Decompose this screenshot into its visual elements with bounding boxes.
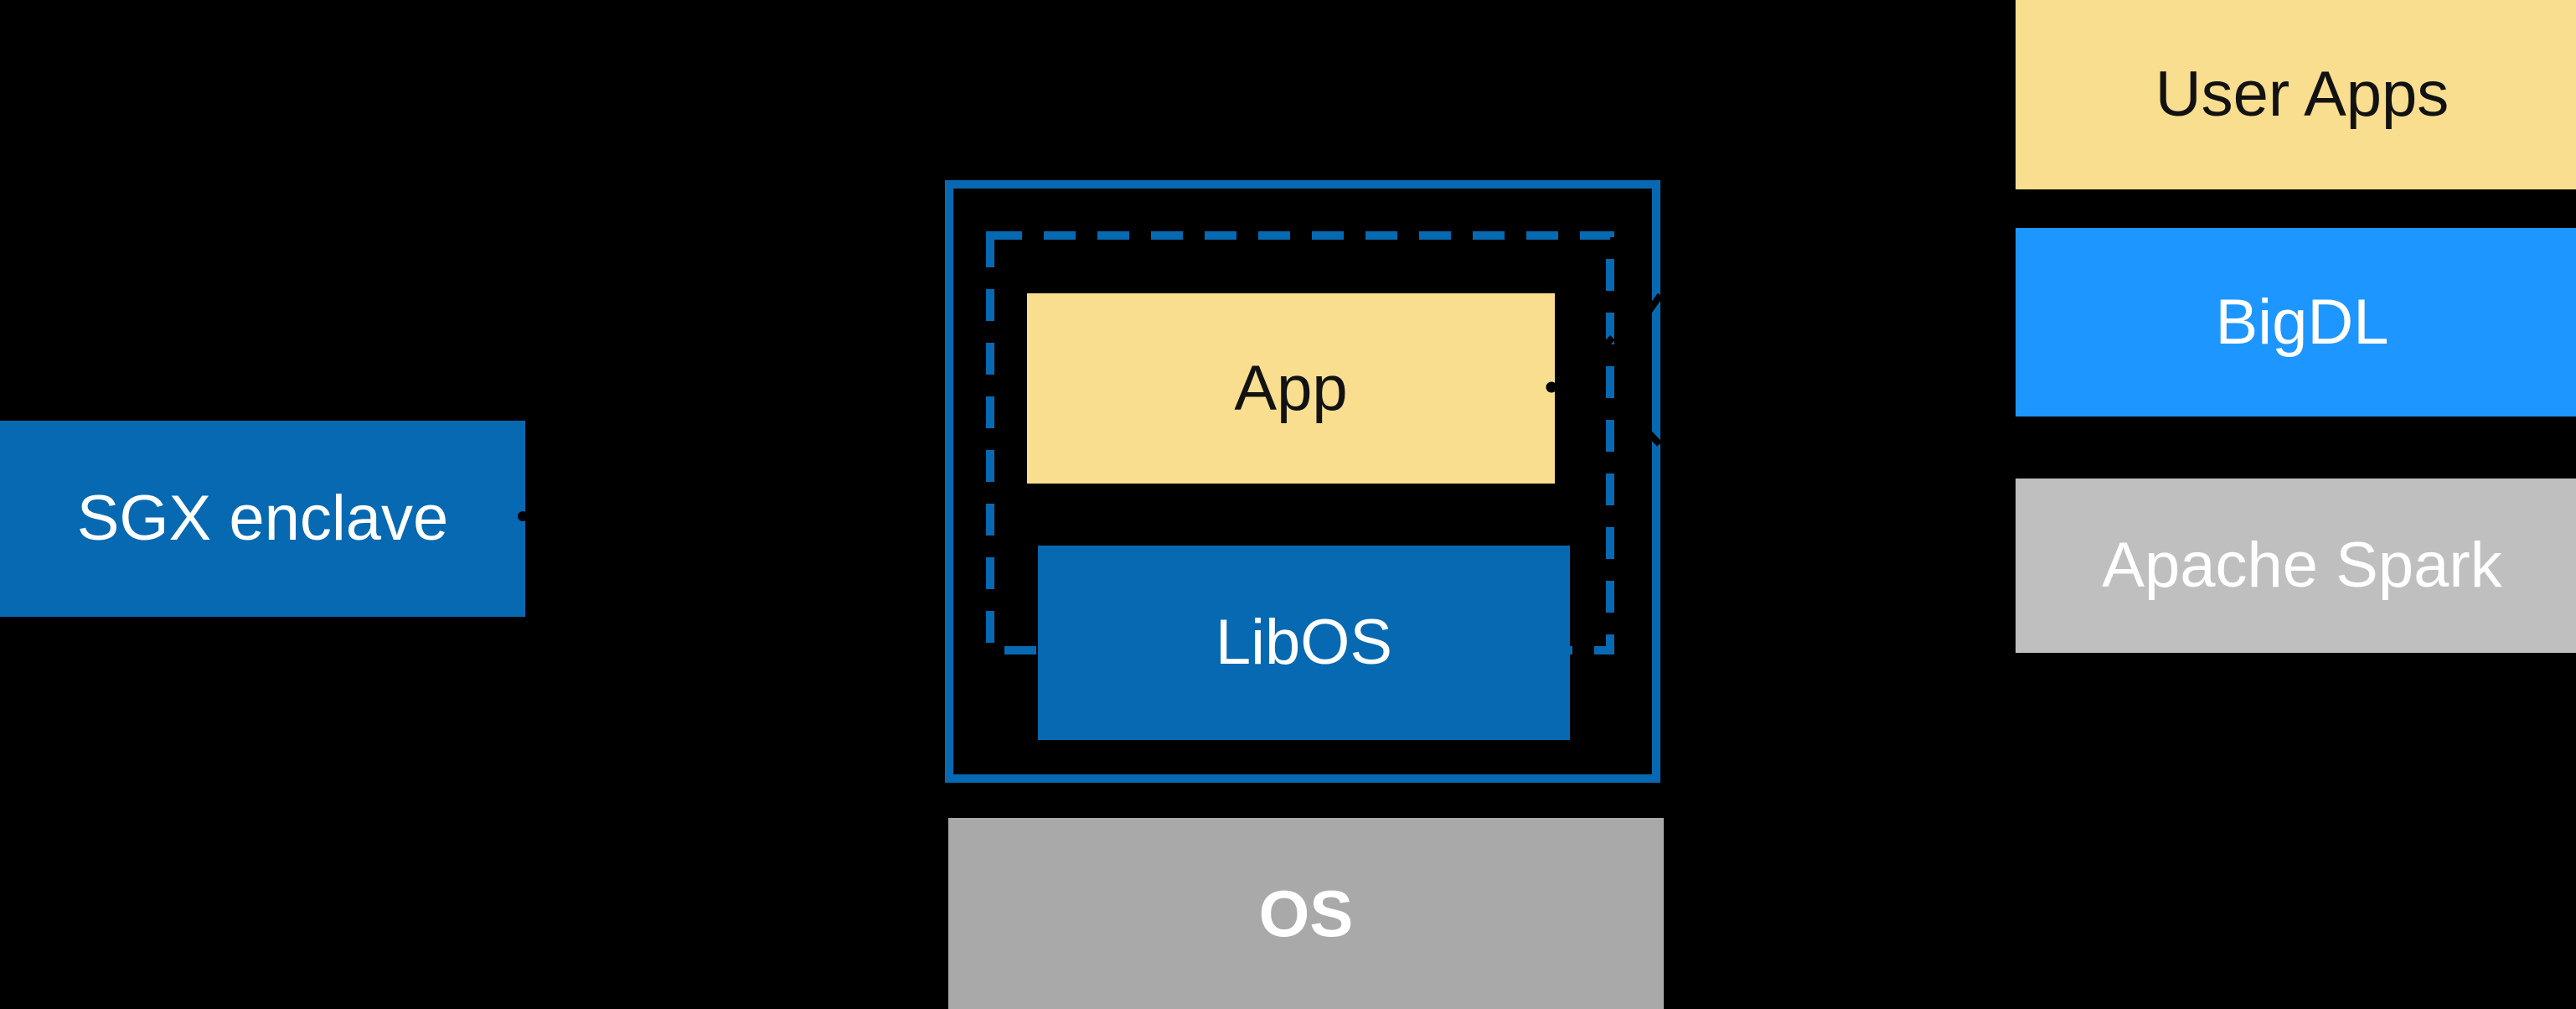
app-box: App <box>1027 293 1555 484</box>
sgx-enclave-label: SGX enclave <box>76 483 449 554</box>
user-apps-label: User Apps <box>2155 59 2450 130</box>
os-label: OS <box>1258 877 1354 950</box>
enclave-container-outline <box>945 180 1660 783</box>
apache-spark-label: Apache Spark <box>2102 530 2502 601</box>
sgx-enclave-box: SGX enclave <box>0 421 525 617</box>
libos-box: LibOS <box>1038 546 1570 740</box>
bigdl-label: BigDL <box>2215 286 2389 358</box>
libos-label: LibOS <box>1215 607 1393 678</box>
bigdl-box: BigDL <box>2016 228 2576 417</box>
user-apps-box: User Apps <box>2016 0 2576 189</box>
apache-spark-box: Apache Spark <box>2016 479 2576 653</box>
app-label: App <box>1234 352 1348 424</box>
os-box: OS <box>948 818 1664 1009</box>
